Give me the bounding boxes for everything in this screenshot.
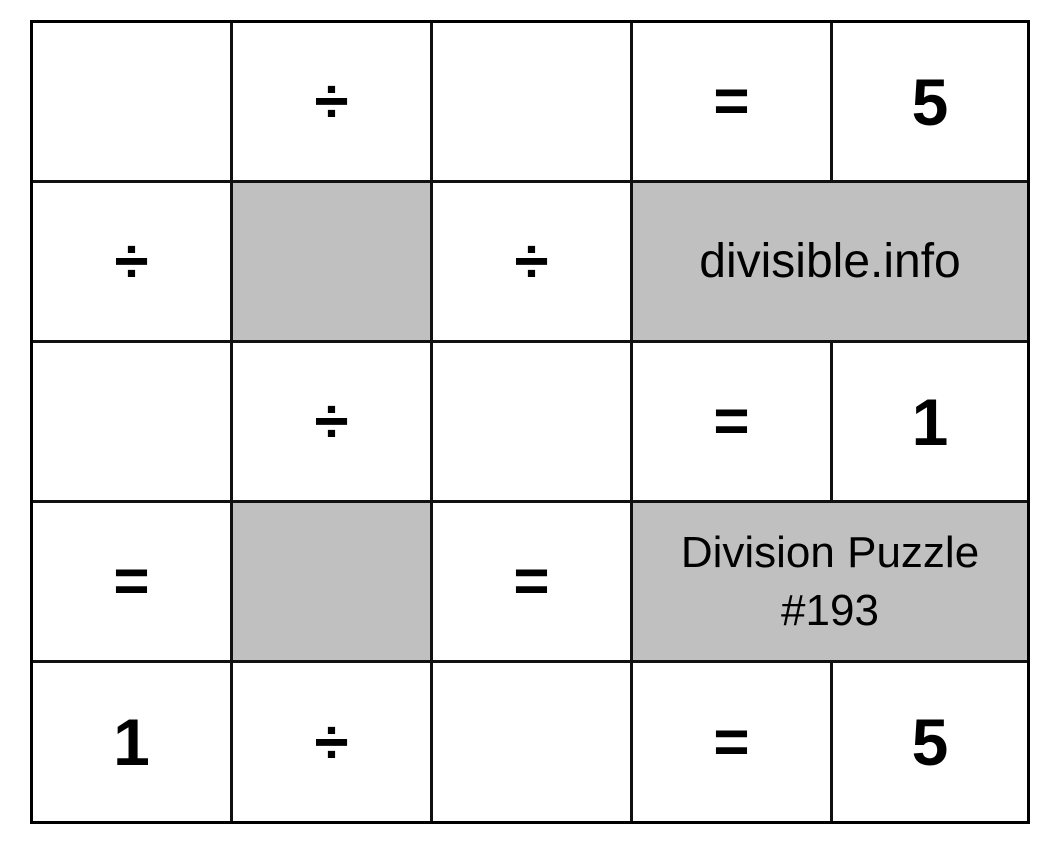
divide-operator: ÷ [233, 343, 433, 503]
input-cell-r0c2[interactable] [433, 23, 633, 183]
divide-operator: ÷ [33, 183, 233, 343]
divide-operator: ÷ [233, 23, 433, 183]
result-cell: 5 [911, 705, 949, 779]
equals-operator: = [633, 343, 833, 503]
result-cell: 5 [833, 23, 1027, 183]
puzzle-title: Division Puzzle #193 [633, 503, 1027, 663]
input-cell-r2c2[interactable] [433, 343, 633, 503]
puzzle-title-line1: Division Puzzle [680, 527, 980, 577]
equals-operator: = [433, 503, 633, 663]
divide-operator: ÷ [433, 183, 633, 343]
equals-operator: = [633, 23, 833, 183]
input-cell-r0c0[interactable] [33, 23, 233, 183]
result-cell: 1 [833, 343, 1027, 503]
blocked-cell [233, 503, 433, 663]
puzzle-number: #193 [781, 585, 879, 635]
result-cell: 1 [33, 663, 233, 821]
equals-operator: = [633, 663, 833, 821]
puzzle-grid: ÷ = 5 ÷ ÷ divisible.info ÷ = 1 = = Divis… [30, 20, 1030, 824]
blocked-cell [233, 183, 433, 343]
input-cell-r2c0[interactable] [33, 343, 233, 503]
equals-operator: = [33, 503, 233, 663]
brand-label: divisible.info [633, 183, 1027, 343]
input-cell-r4c2[interactable] [433, 663, 633, 821]
divide-operator: ÷ [233, 663, 433, 821]
